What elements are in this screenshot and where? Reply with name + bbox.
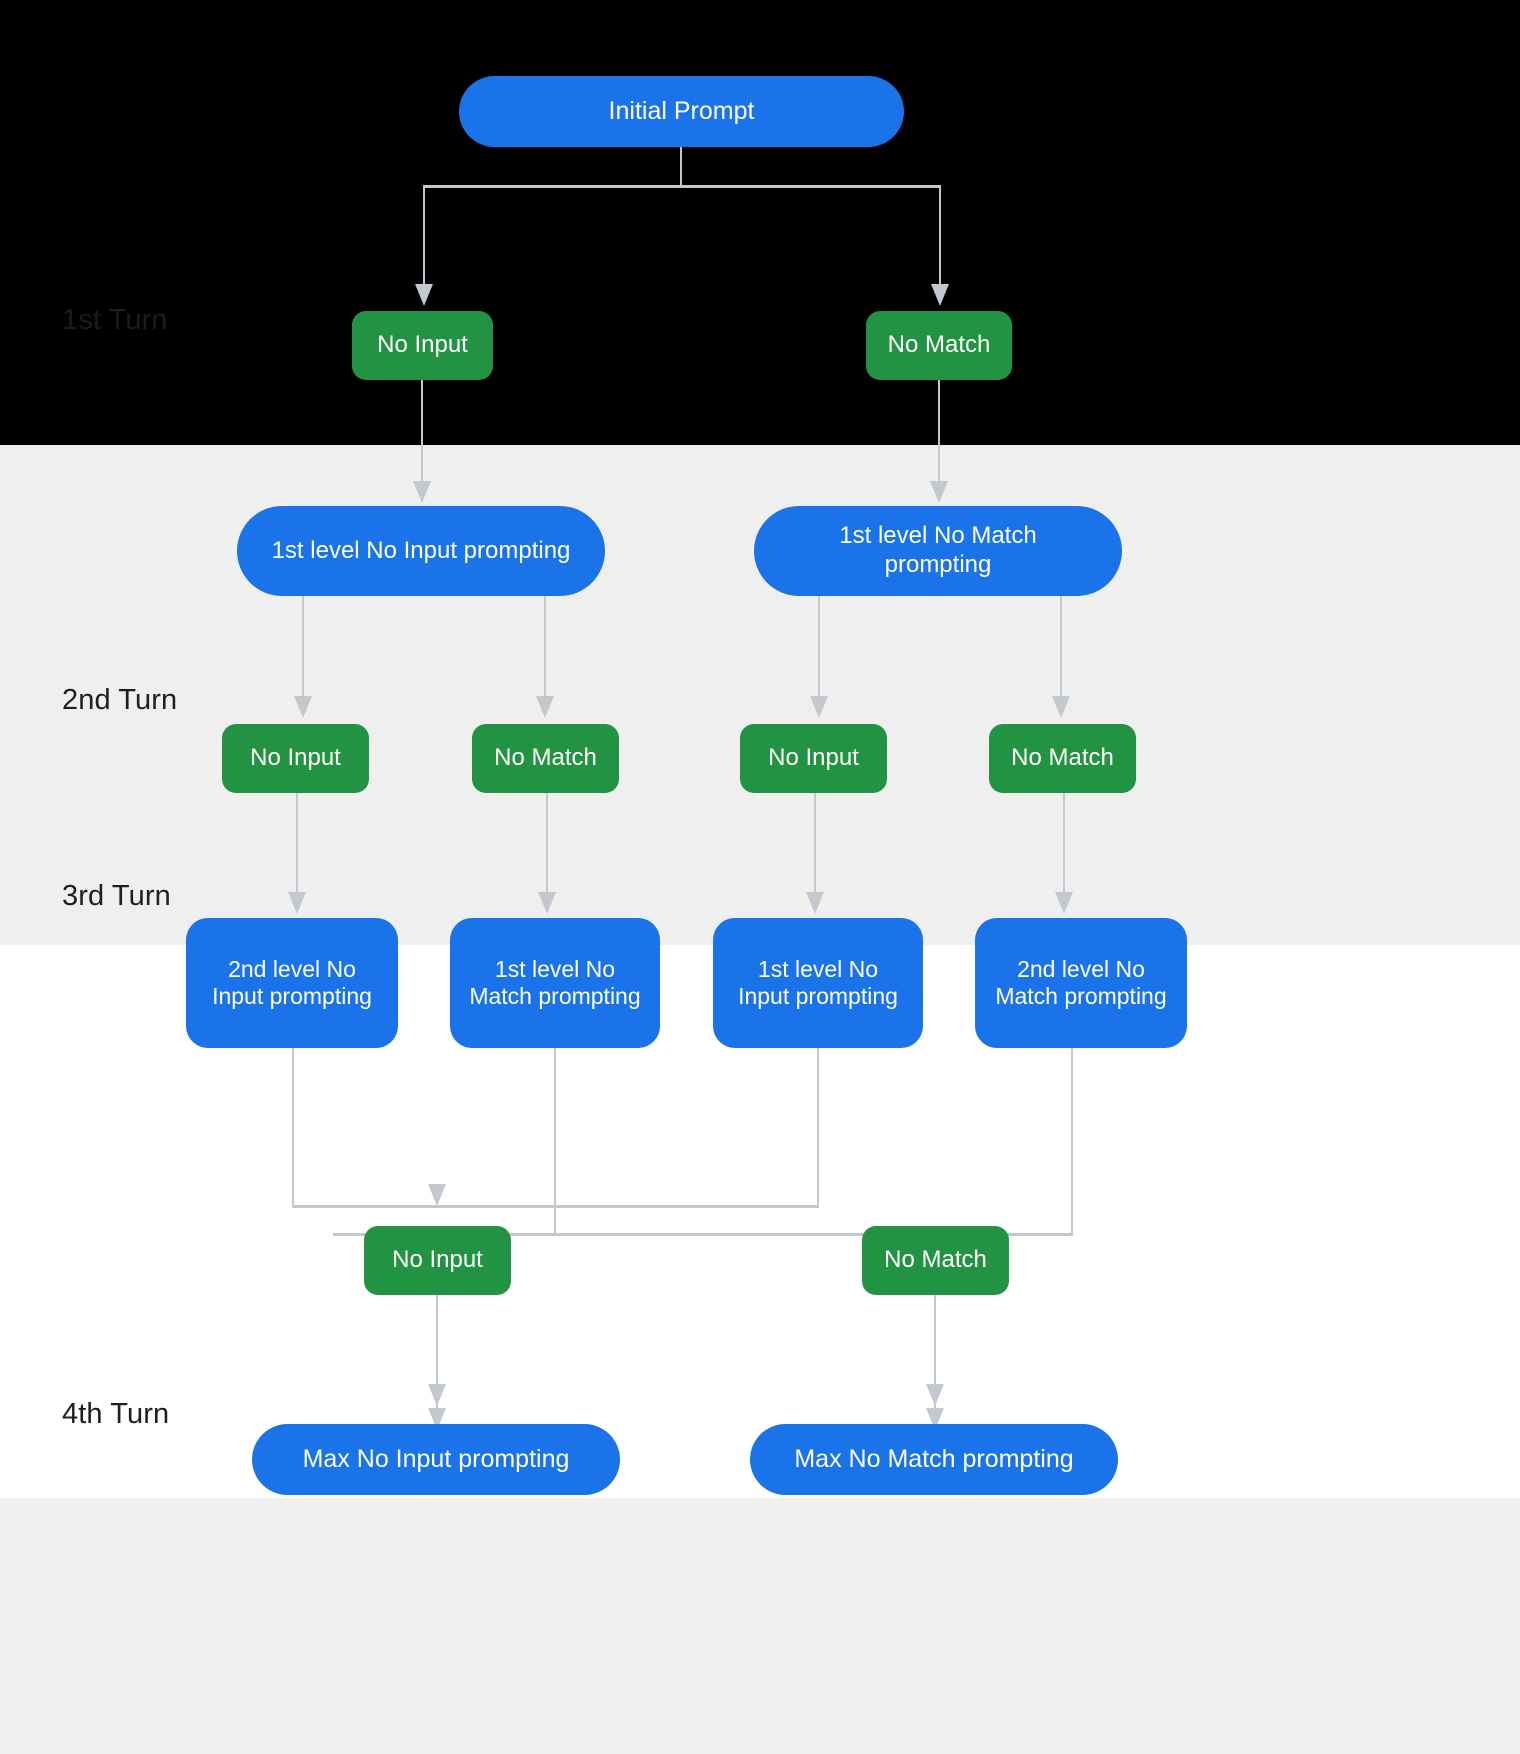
edge-t2nmnm-to-t3d [1063,793,1065,892]
arrow-to-t3-prompt-a [288,892,306,914]
turn-band-4 [0,1498,1520,1754]
arrow-to-t2-prompt-no-match [930,481,948,503]
arrow-to-t1-no-input [415,284,433,306]
arrow-to-t2-nm-no-match [1052,696,1070,718]
node-label: No Input [768,744,859,772]
turn-label-3: 3rd Turn [62,880,171,912]
node-label: No Input [392,1246,483,1274]
edge-t3d-stem [1071,1048,1073,1235]
edge-t3c-stem [817,1048,819,1207]
node-event-t3-no-match[interactable]: No Match [862,1226,1009,1295]
node-t1-no-input[interactable]: No Input [352,311,493,380]
node-label: No Match [1011,744,1114,772]
arrow-to-t3-prompt-b [538,892,556,914]
edge-t3a-stem [292,1048,294,1207]
node-label: No Match [494,744,597,772]
edge-root-drop-left [423,185,425,284]
node-t3-prompt-a[interactable]: 2nd level No Input prompting [186,918,398,1048]
node-label: No Match [887,331,991,359]
turn-label-1: 1st Turn [62,304,168,336]
edge-root-drop-right [939,185,941,284]
node-t1-no-match[interactable]: No Match [866,311,1012,380]
edge-t3b-stem [554,1048,556,1235]
arrow-to-t2-ni-no-input [294,696,312,718]
node-event-t3-no-input[interactable]: No Input [364,1226,511,1295]
node-label: 1st level No Input prompting [738,955,898,1009]
turn-band-2 [0,445,1520,945]
edge-t1-ni-to-prompt [421,380,423,481]
node-max-no-input-prompting[interactable]: Max No Input prompting [252,1424,620,1495]
turn-label-4: 4th Turn [62,1398,170,1430]
edge-t2ninm-to-t3b [546,793,548,892]
edge-t2nm-to-nm [1060,596,1062,696]
node-t2-nm-no-input[interactable]: No Input [740,724,887,793]
node-label: 1st level No Match prompting [839,522,1037,578]
edge-t1-nm-to-prompt [938,380,940,481]
node-t2-prompt-no-input[interactable]: 1st level No Input prompting [237,506,605,596]
node-label: Max No Input prompting [302,1444,570,1473]
node-label: 2nd level No Match prompting [995,955,1167,1009]
turn-label-2: 2nd Turn [62,684,178,716]
node-t3-prompt-b[interactable]: 1st level No Match prompting [450,918,660,1048]
edge-t3ni-to-max [436,1295,438,1408]
node-t2-prompt-no-match[interactable]: 1st level No Match prompting [754,506,1122,596]
node-label: 2nd level No Input prompting [212,955,372,1009]
edge-t2nini-to-t3a [296,793,298,892]
node-label: 1st level No Input prompting [271,536,571,564]
edge-t2nm-to-ni [818,596,820,696]
arrow-to-t3-no-input [428,1184,446,1206]
node-initial-prompt[interactable]: Initial Prompt [459,76,904,147]
node-label: Max No Match prompting [794,1444,1074,1473]
edge-t2ni-to-nm [544,596,546,696]
arrow-to-t2-prompt-no-input [413,481,431,503]
node-t3-prompt-d[interactable]: 2nd level No Match prompting [975,918,1187,1048]
arrow-to-t2-nm-no-input [810,696,828,718]
edge-t3nm-to-max [934,1295,936,1408]
edge-t2ni-to-ni [302,596,304,696]
node-t3-prompt-c[interactable]: 1st level No Input prompting [713,918,923,1048]
arrow-to-t1-no-match [931,284,949,306]
node-label: Initial Prompt [608,96,755,125]
edge-merge-bus-lower [333,1233,1073,1236]
edge-root-stem [680,147,682,187]
node-label: No Match [884,1246,987,1274]
arrow-to-t2-ni-no-match [536,696,554,718]
node-label: 1st level No Match prompting [469,955,641,1009]
node-t2-nm-no-match[interactable]: No Match [989,724,1136,793]
node-t2-ni-no-input[interactable]: No Input [222,724,369,793]
turn-band-1 [0,0,1520,445]
edge-root-bus [423,185,941,188]
arrow-to-t3-prompt-d [1055,892,1073,914]
node-t2-ni-no-match[interactable]: No Match [472,724,619,793]
node-max-no-match-prompting[interactable]: Max No Match prompting [750,1424,1118,1495]
arrow-to-t3-prompt-c [806,892,824,914]
edge-t2nmni-to-t3c [814,793,816,892]
node-label: No Input [250,744,341,772]
node-label: No Input [377,331,468,359]
